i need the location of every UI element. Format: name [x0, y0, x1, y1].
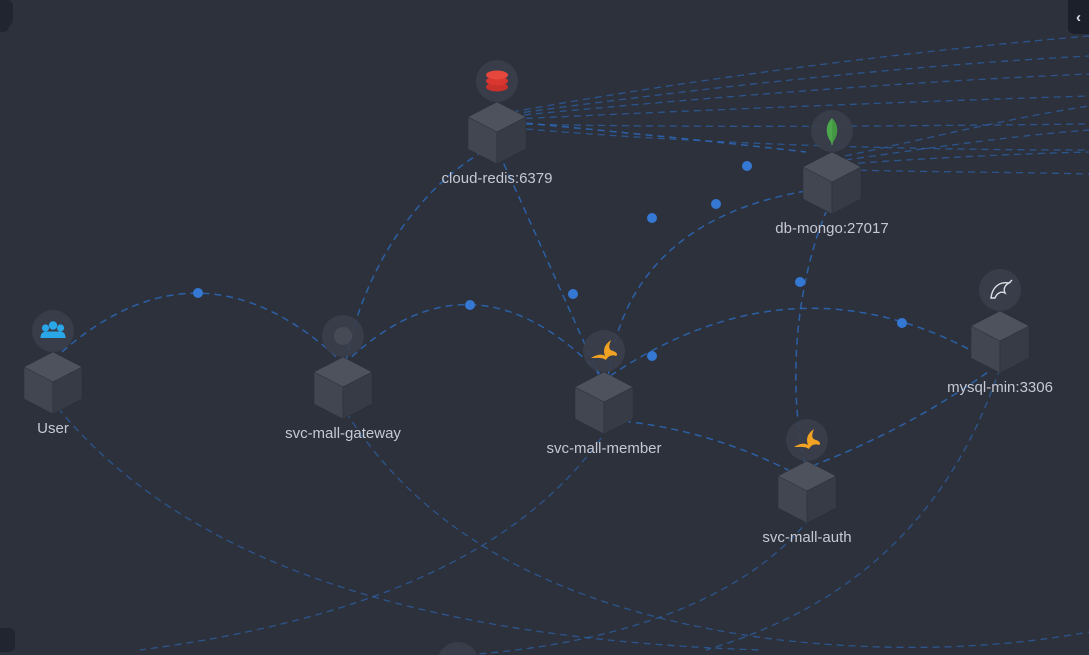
traffic-dot — [711, 199, 721, 209]
collapsed-panel-handle-bottom[interactable] — [0, 628, 15, 652]
graph-edge-svc-mall-auth--mysql-min — [811, 371, 989, 467]
node-label: svc-mall-member — [546, 440, 661, 457]
traffic-dot — [647, 213, 657, 223]
graph-edge-user--svc-mall-gateway — [52, 292, 344, 364]
chevron-left-icon: ‹ — [1076, 8, 1081, 26]
node-label: db-mongo:27017 — [775, 220, 888, 237]
collapse-sidebar-button[interactable]: ‹ — [1068, 0, 1089, 34]
mongodb-icon — [826, 118, 838, 145]
node-icon-halo — [322, 315, 364, 357]
node-cloud-redis[interactable]: cloud-redis:6379 — [442, 60, 553, 187]
cube-right-face — [831, 166, 862, 215]
traffic-dot — [465, 300, 475, 310]
node-mysql-min[interactable]: mysql-min:3306 — [947, 269, 1053, 396]
node-svc-mall-gateway[interactable]: svc-mall-gateway — [285, 315, 401, 442]
node-icon-halo — [583, 330, 625, 372]
graph-edge-svc-mall-gateway--svc-mall-member — [342, 303, 605, 379]
graph-edge-sweep-3 — [139, 427, 609, 651]
graph-edge-mongo-out-1 — [844, 105, 1089, 157]
traffic-dot — [742, 161, 752, 171]
users-icon — [40, 321, 66, 338]
graph-edge-cloud-redis--db-mongo — [513, 121, 807, 153]
graph-edge-sweep-5 — [705, 367, 1001, 651]
bird-icon — [794, 429, 820, 449]
node-label: mysql-min:3306 — [947, 379, 1053, 396]
node-label: svc-mall-auth — [762, 529, 851, 546]
cube-right-face — [999, 325, 1030, 374]
traffic-dot — [897, 318, 907, 328]
service-icon — [334, 327, 352, 345]
cube-right-face — [603, 386, 634, 435]
node-svc-mall-member[interactable]: svc-mall-member — [546, 330, 662, 457]
traffic-dot — [568, 289, 578, 299]
graph-edge-sweep-1 — [57, 407, 761, 651]
traffic-dot — [795, 277, 805, 287]
cube-right-face — [52, 366, 83, 415]
node-label: User — [37, 420, 69, 437]
node-icon-halo — [786, 419, 828, 461]
graph-edge-redis-out-5 — [513, 123, 1089, 127]
graph-edge-redis-out-4 — [513, 95, 1089, 120]
node-user[interactable]: User — [23, 310, 83, 437]
node-icon-halo — [32, 310, 74, 352]
node-db-mongo[interactable]: db-mongo:27017 — [775, 110, 889, 237]
graph-edge-mongo-out-2 — [844, 129, 1089, 161]
graph-edge-redis-out-3 — [511, 73, 1089, 117]
collapsed-panel-handle-mid[interactable] — [0, 0, 9, 32]
node-icon-halo — [979, 269, 1021, 311]
graph-edge-svc-mall-auth--db-mongo — [795, 211, 827, 465]
graph-edge-svc-mall-member--db-mongo — [607, 190, 807, 379]
graph-edge-sweep-4 — [477, 517, 811, 655]
graph-edge-redis-out-6 — [513, 127, 1089, 151]
graph-edge-mongo-out-3 — [845, 151, 1089, 165]
graph-edge-mongo-out-4 — [847, 169, 1089, 175]
graph-edge-redis-out-2 — [511, 55, 1089, 115]
graph-edge-redis-out-1 — [511, 35, 1089, 113]
cube-right-face — [496, 116, 527, 165]
node-label: cloud-redis:6379 — [442, 170, 553, 187]
redis-icon — [486, 70, 508, 92]
mysql-icon — [990, 279, 1013, 299]
partial-node — [438, 642, 478, 655]
traffic-dot — [193, 288, 203, 298]
traffic-dot — [647, 351, 657, 361]
bird-icon — [591, 340, 617, 360]
cube-right-face — [342, 371, 373, 420]
graph-edge-svc-mall-member--mysql-min — [609, 307, 993, 377]
cube-right-face — [806, 475, 837, 524]
node-svc-mall-auth[interactable]: svc-mall-auth — [762, 419, 852, 546]
graph-edge-sweep-2 — [345, 411, 1089, 649]
node-label: svc-mall-gateway — [285, 425, 401, 442]
